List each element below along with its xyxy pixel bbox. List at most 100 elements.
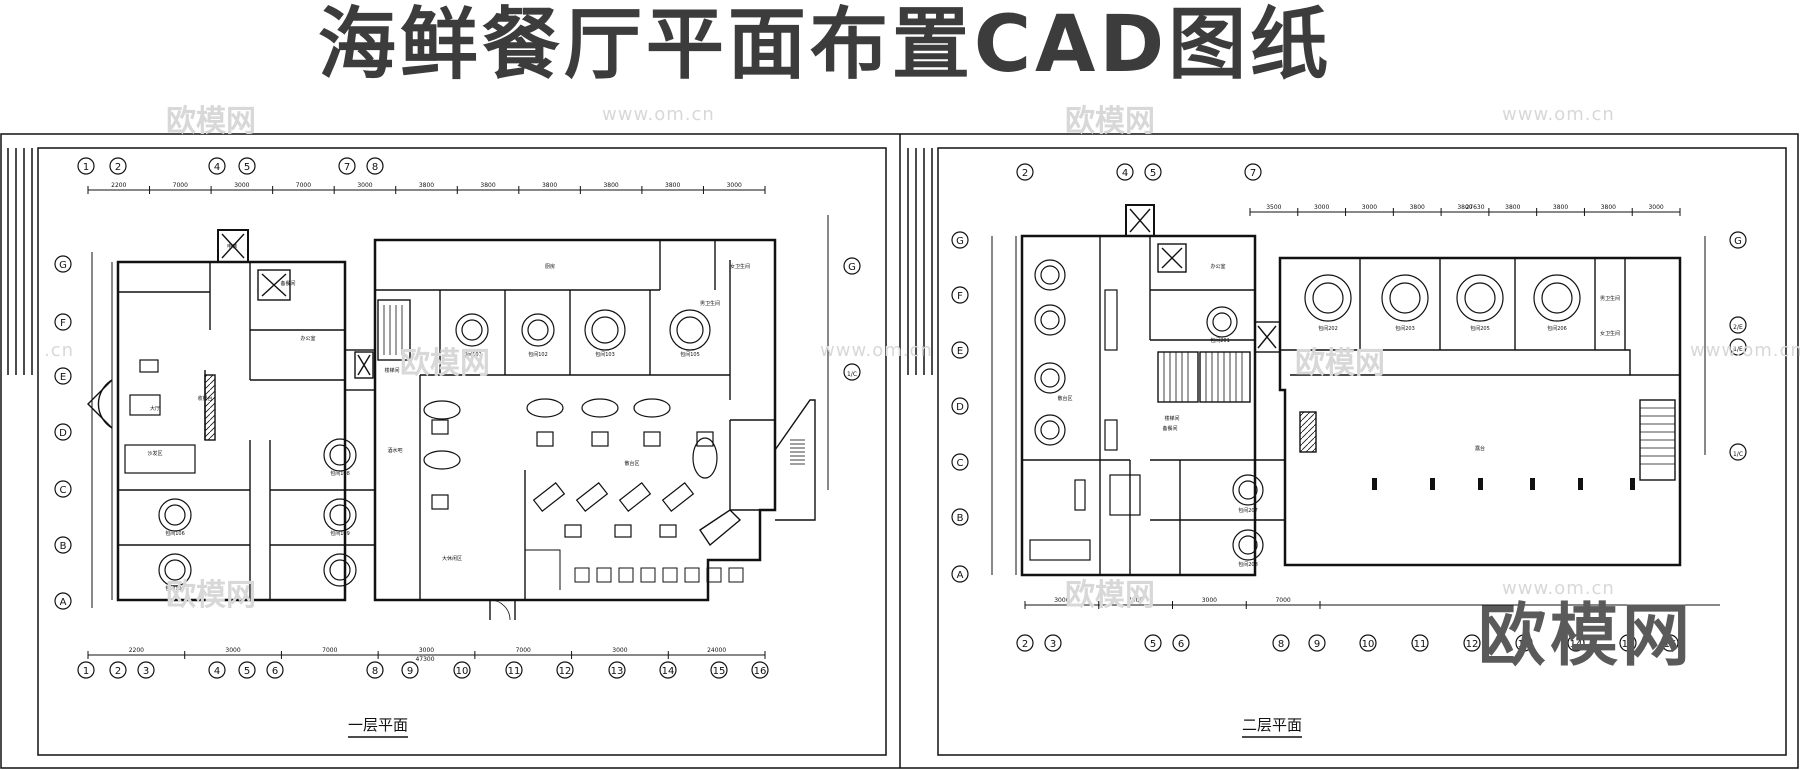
floor1-axis-bottom-9: 9 xyxy=(401,661,419,679)
floor1-row-axis-d: D xyxy=(54,423,72,441)
floor1-axis-bottom-3: 3 xyxy=(137,661,155,679)
floor1-bottom-dim-value: 3000 xyxy=(419,647,434,654)
floor2-right-axis-bubbles: G2/E1/E1/C xyxy=(1729,231,1747,461)
floor2-row-axis-a: A xyxy=(951,565,969,583)
floor1-axis-bottom-2: 2 xyxy=(109,661,127,679)
floor2-top-total-dim: 27630 xyxy=(1465,204,1484,211)
floor1-top-dim-value: 3000 xyxy=(727,182,742,189)
floor1-axis-4-label: 4 xyxy=(214,162,220,173)
floor1-axis-bottom-6-label: 6 xyxy=(272,666,278,677)
floor2-axis-5-circle xyxy=(1144,163,1162,181)
floor2-axis-bottom-8-circle xyxy=(1272,634,1290,652)
floor2-row-axis-g: G xyxy=(951,231,969,249)
floor1-top-dim-value: 3800 xyxy=(480,182,495,189)
floor2-axis-bottom-16: 16 xyxy=(1661,634,1679,652)
floor2-top-dim-value: 3800 xyxy=(1457,204,1472,211)
floor1-axis-7-circle xyxy=(338,157,356,175)
floor1-row-axis-c: C xyxy=(54,480,72,498)
floor2-axis-7-circle xyxy=(1244,163,1262,181)
watermark-brand-2: 欧模网 xyxy=(1065,104,1155,139)
floor2-bottom-dim-value: 7000 xyxy=(1128,597,1143,604)
floor1-row-axis-f-label: F xyxy=(60,318,66,329)
floor1-row-axis-g-circle xyxy=(54,255,72,273)
floor1-axis-bottom-2-label: 2 xyxy=(115,666,121,677)
floor2-axis-2-circle xyxy=(1016,163,1034,181)
floor1-row-axis-g: G xyxy=(54,255,72,273)
floor1-inner-frame xyxy=(37,147,887,756)
floor1-axis-bottom-4: 4 xyxy=(208,661,226,679)
floor1-axis-bottom-14-label: 14 xyxy=(662,666,675,677)
floor1-room-label: 楼梯间 xyxy=(384,367,399,374)
floor2-row-axis-b-label: B xyxy=(957,513,964,524)
floor1-top-dim-value: 2200 xyxy=(111,182,126,189)
floor2-room-label: 备餐间 xyxy=(1162,425,1177,432)
floor1-axis-1-circle xyxy=(77,157,95,175)
floor1-room-label: 散台区 xyxy=(624,460,639,467)
floor1-top-dim-value: 7000 xyxy=(173,182,188,189)
floor1-row-axis-d-label: D xyxy=(59,428,67,439)
floor2-bottom-dim-value: 7000 xyxy=(1275,597,1290,604)
floor2-row-axis-c-label: C xyxy=(957,458,964,469)
floor1-axis-2-label: 2 xyxy=(115,162,121,173)
floor2-axis-bottom-13-label: 13 xyxy=(1518,639,1531,650)
floor2-axis-bottom-10-circle xyxy=(1359,634,1377,652)
watermark-brand-6: 欧模网 xyxy=(166,578,256,613)
floor1-top-dim-value: 3800 xyxy=(665,182,680,189)
floor2-axis-2-label: 2 xyxy=(1022,168,1028,179)
floor2-axis-bottom-9-circle xyxy=(1308,634,1326,652)
floor2-axis-2: 2 xyxy=(1016,163,1034,181)
floor2-top-dim-value: 3500 xyxy=(1266,204,1281,211)
watermark-site-3: www.om.cn xyxy=(820,340,933,361)
floor1-row-axis-e-circle xyxy=(54,367,72,385)
floor2-room-label: 办公室 xyxy=(1210,263,1225,270)
floor1-axis-bottom-13-circle xyxy=(608,661,626,679)
floor1-right-axis-1-c: 1/C xyxy=(843,363,861,381)
floor1-axis-8-circle xyxy=(366,157,384,175)
floor2-row-axis-f-circle xyxy=(951,286,969,304)
floor2-room-label: 露台 xyxy=(1475,445,1485,452)
floor2-axis-bottom-10: 10 xyxy=(1359,634,1377,652)
floor1-row-axis-a: A xyxy=(54,592,72,610)
floor1-axis-bottom-6: 6 xyxy=(266,661,284,679)
floor1-room-label: 包间106 xyxy=(165,530,185,537)
floor1-room-label: 收银台 xyxy=(197,395,212,402)
floor2-room-label: 散台区 xyxy=(1057,395,1072,402)
floor1-bottom-dim-value: 2200 xyxy=(129,647,144,654)
watermark-brand-4: 欧模网 xyxy=(1295,346,1385,381)
floor1-row-axis-c-circle xyxy=(54,480,72,498)
floor2-axis-bottom-12-label: 12 xyxy=(1466,639,1479,650)
watermark-brand-5: 欧模网 xyxy=(1065,578,1155,613)
floor2-axis-bottom-11: 11 xyxy=(1411,634,1429,652)
floor1-axis-bottom-11-circle xyxy=(505,661,523,679)
floor2-axis-bottom-14-label: 14 xyxy=(1570,639,1583,650)
floor2-room-label: 包间207 xyxy=(1238,507,1258,514)
floor2-axis-bottom-14: 14 xyxy=(1567,634,1585,652)
floor1-bottom-dim-value: 24000 xyxy=(707,647,726,654)
floor2-axis-4: 4 xyxy=(1116,163,1134,181)
floor1-axis-5: 5 xyxy=(238,157,256,175)
floor2-right-axis-g-label: G xyxy=(1734,236,1742,247)
floor1-plan xyxy=(87,229,816,621)
floor1-axis-bottom-8-circle xyxy=(366,661,384,679)
floor2-row-axis-e: E xyxy=(951,341,969,359)
floor1-axis-bottom-1-circle xyxy=(77,661,95,679)
floor2-room-label: 女卫生间 xyxy=(1600,330,1620,337)
floor1-axis-bottom-2-circle xyxy=(109,661,127,679)
floor1-room-label: 厨房 xyxy=(545,263,555,270)
floor1-dining-tables xyxy=(124,309,744,587)
floor2-room-label: 包间206 xyxy=(1547,325,1567,332)
floor2-row-axis-e-circle xyxy=(951,341,969,359)
floor2-row-axis-b: B xyxy=(951,508,969,526)
floor1-axis-5-circle xyxy=(238,157,256,175)
floor1-axis-7-label: 7 xyxy=(344,162,350,173)
floor1-axis-bottom-12: 12 xyxy=(556,661,574,679)
floor1-axis-bottom-9-label: 9 xyxy=(407,666,413,677)
floor1-axis-bottom-14: 14 xyxy=(659,661,677,679)
brand-watermark-large: 欧模网 xyxy=(1478,597,1695,676)
floor1-axis-1-label: 1 xyxy=(83,162,89,173)
